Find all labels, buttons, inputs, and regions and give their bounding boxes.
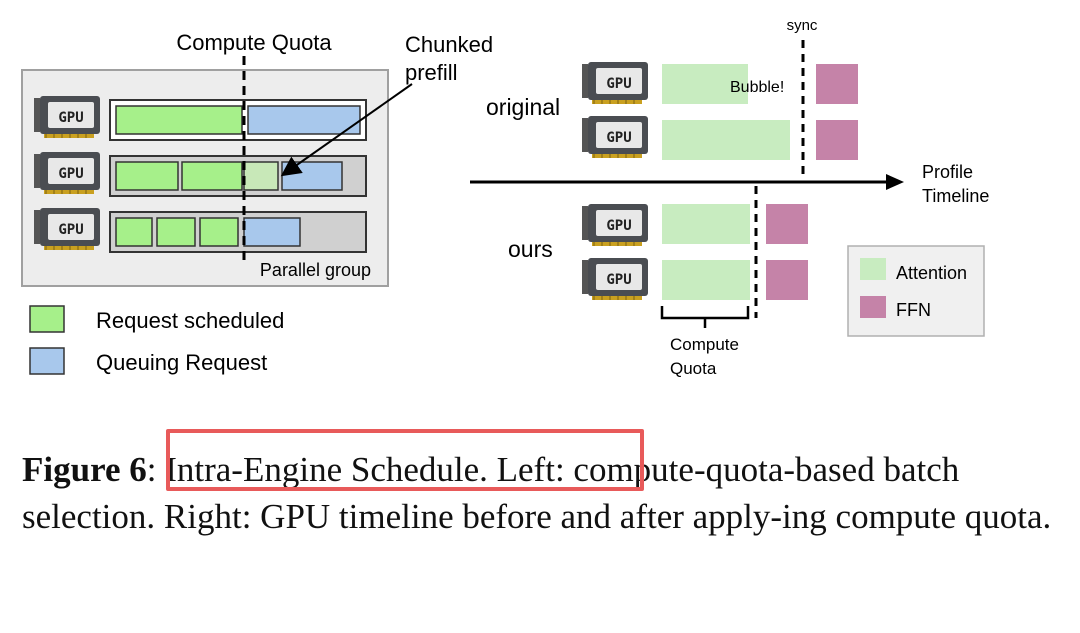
- ffn-block: [766, 260, 808, 300]
- attention-block: [662, 64, 748, 104]
- legend-label-ffn: FFN: [896, 300, 931, 320]
- gpu-icon: GPU: [581, 61, 649, 105]
- svg-text:GPU: GPU: [606, 218, 631, 234]
- timeline-label-1: Profile: [922, 162, 973, 182]
- queuing-block: [247, 105, 361, 135]
- ours-label: ours: [508, 236, 553, 262]
- queuing-block: [243, 217, 301, 247]
- compute-quota-brace: [660, 306, 750, 328]
- queuing-block: [281, 161, 343, 191]
- gpu-icon: GPU: [33, 207, 101, 251]
- ffn-block: [816, 120, 858, 160]
- sync-label: sync: [787, 17, 818, 34]
- svg-text:GPU: GPU: [58, 166, 83, 182]
- scheduled-block: [156, 217, 196, 247]
- gpu-icon: GPU: [33, 95, 101, 139]
- legend-label-attention: Attention: [896, 263, 967, 283]
- highlight-annotation-box: [166, 429, 644, 491]
- gpu-icon: GPU: [581, 115, 649, 159]
- original-label: original: [486, 94, 560, 120]
- svg-text:GPU: GPU: [606, 130, 631, 146]
- prefill-label: prefill: [405, 60, 458, 85]
- svg-text:GPU: GPU: [58, 222, 83, 238]
- caption-rest-text: : compute-quota-based batch selection. R…: [22, 450, 1052, 536]
- figure-caption: Figure 6: Intra-Engine Schedule. Left: c…: [22, 446, 1062, 540]
- ffn-block: [766, 204, 808, 244]
- scheduled-block: [115, 161, 179, 191]
- chunked-label: Chunked: [405, 32, 493, 57]
- timeline-label-2: Timeline: [922, 186, 989, 206]
- legend-swatch-queuing: [29, 347, 65, 375]
- compute-quota-title: Compute Quota: [176, 30, 332, 55]
- timeline-arrowhead: [886, 174, 904, 190]
- right-panel: sync original GPU Bubble! GPU Profile Ti…: [470, 17, 989, 378]
- gpu-icon: GPU: [581, 257, 649, 301]
- legend-swatch-scheduled: [29, 305, 65, 333]
- figure-6-diagram: Compute Quota Chunked prefill Parallel g…: [21, 17, 989, 378]
- compute-quota-label-1: Compute: [670, 335, 739, 354]
- compute-quota-label-2: Quota: [670, 359, 717, 378]
- svg-text:GPU: GPU: [606, 272, 631, 288]
- scheduled-block: [181, 161, 243, 191]
- scheduled-block: [199, 217, 239, 247]
- left-panel: Compute Quota Chunked prefill Parallel g…: [21, 30, 493, 375]
- svg-text:GPU: GPU: [606, 76, 631, 92]
- legend-swatch-attention: [860, 258, 886, 280]
- chunked-prefill-arrow: [280, 83, 413, 177]
- parallel-group-label: Parallel group: [260, 260, 371, 280]
- gpu-icon: GPU: [581, 203, 649, 247]
- gpu-icon: GPU: [33, 151, 101, 195]
- svg-text:GPU: GPU: [58, 110, 83, 126]
- legend-label-scheduled: Request scheduled: [96, 308, 284, 333]
- bubble-label: Bubble!: [730, 79, 784, 96]
- scheduled-block: [115, 217, 153, 247]
- figure-label: Figure 6: [22, 450, 147, 489]
- scheduled-block: [115, 105, 243, 135]
- legend-label-queuing: Queuing Request: [96, 350, 267, 375]
- attention-block: [662, 260, 750, 300]
- caption-highlighted-text: : Intra-Engine Schedule. Left: [146, 450, 555, 489]
- ffn-block: [816, 64, 858, 104]
- legend-swatch-ffn: [860, 296, 886, 318]
- attention-block: [662, 204, 750, 244]
- attention-block: [662, 120, 790, 160]
- chunked-prefill-block: [243, 161, 279, 191]
